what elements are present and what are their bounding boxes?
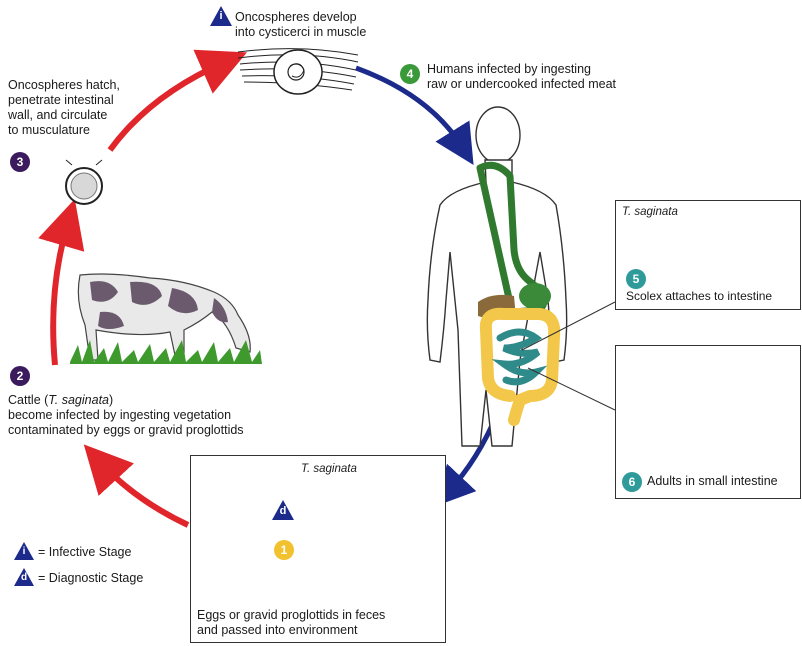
arrow-1-to-2 [100,462,188,525]
stage-2-rest: become infected by ingesting vegetation … [8,408,244,438]
stage-2-species: T. saginata [48,393,109,407]
stage-5-badge: 5 [626,269,646,289]
stage-5-text: Scolex attaches to intestine [626,289,772,304]
stage-6-text: Adults in small intestine [647,474,778,489]
stage-3-text: Oncospheres hatch, penetrate intestinal … [8,78,120,138]
stage-4-text: Humans infected by ingesting raw or unde… [427,62,616,92]
stage-5-species: T. saginata [622,205,678,220]
arrow-2-to-3 [53,222,68,365]
legend-infective-letter: i [14,546,34,557]
muscle-cysticercus-image [238,49,358,94]
stage-2-badge: 2 [10,366,30,386]
stage-1-badge: 1 [274,540,294,560]
legend-diagnostic-label: = Diagnostic Stage [38,571,143,586]
stage-2-prefix: Cattle ( [8,393,48,407]
stage-1-box: T. saginata Eggs or gravid proglottids i… [190,455,446,643]
stage-2-text: Cattle (T. saginata) [8,393,308,408]
diagnostic-triangle-letter: d [273,505,293,517]
stage-1-text: Eggs or gravid proglottids in feces and … [197,608,385,638]
arrow-3-to-infective [110,62,225,150]
legend-infective-label: = Infective Stage [38,545,131,560]
stage-6-box: 6 Adults in small intestine [615,345,801,499]
cow-image [70,274,262,364]
oncosphere-image [66,160,102,204]
infective-stage-text: Oncospheres develop into cysticerci in m… [235,10,366,40]
stage-2-suffix: ) [109,393,113,407]
stage-1-species: T. saginata [301,462,357,477]
stage-5-box: T. saginata 5 Scolex attaches to intesti… [615,200,801,310]
stage-6-badge: 6 [622,472,642,492]
stage-3-badge: 3 [10,152,30,172]
legend-diagnostic-letter: d [14,572,34,583]
human-silhouette [427,107,615,446]
infective-triangle-letter: i [211,10,231,22]
stage-4-badge: 4 [400,64,420,84]
